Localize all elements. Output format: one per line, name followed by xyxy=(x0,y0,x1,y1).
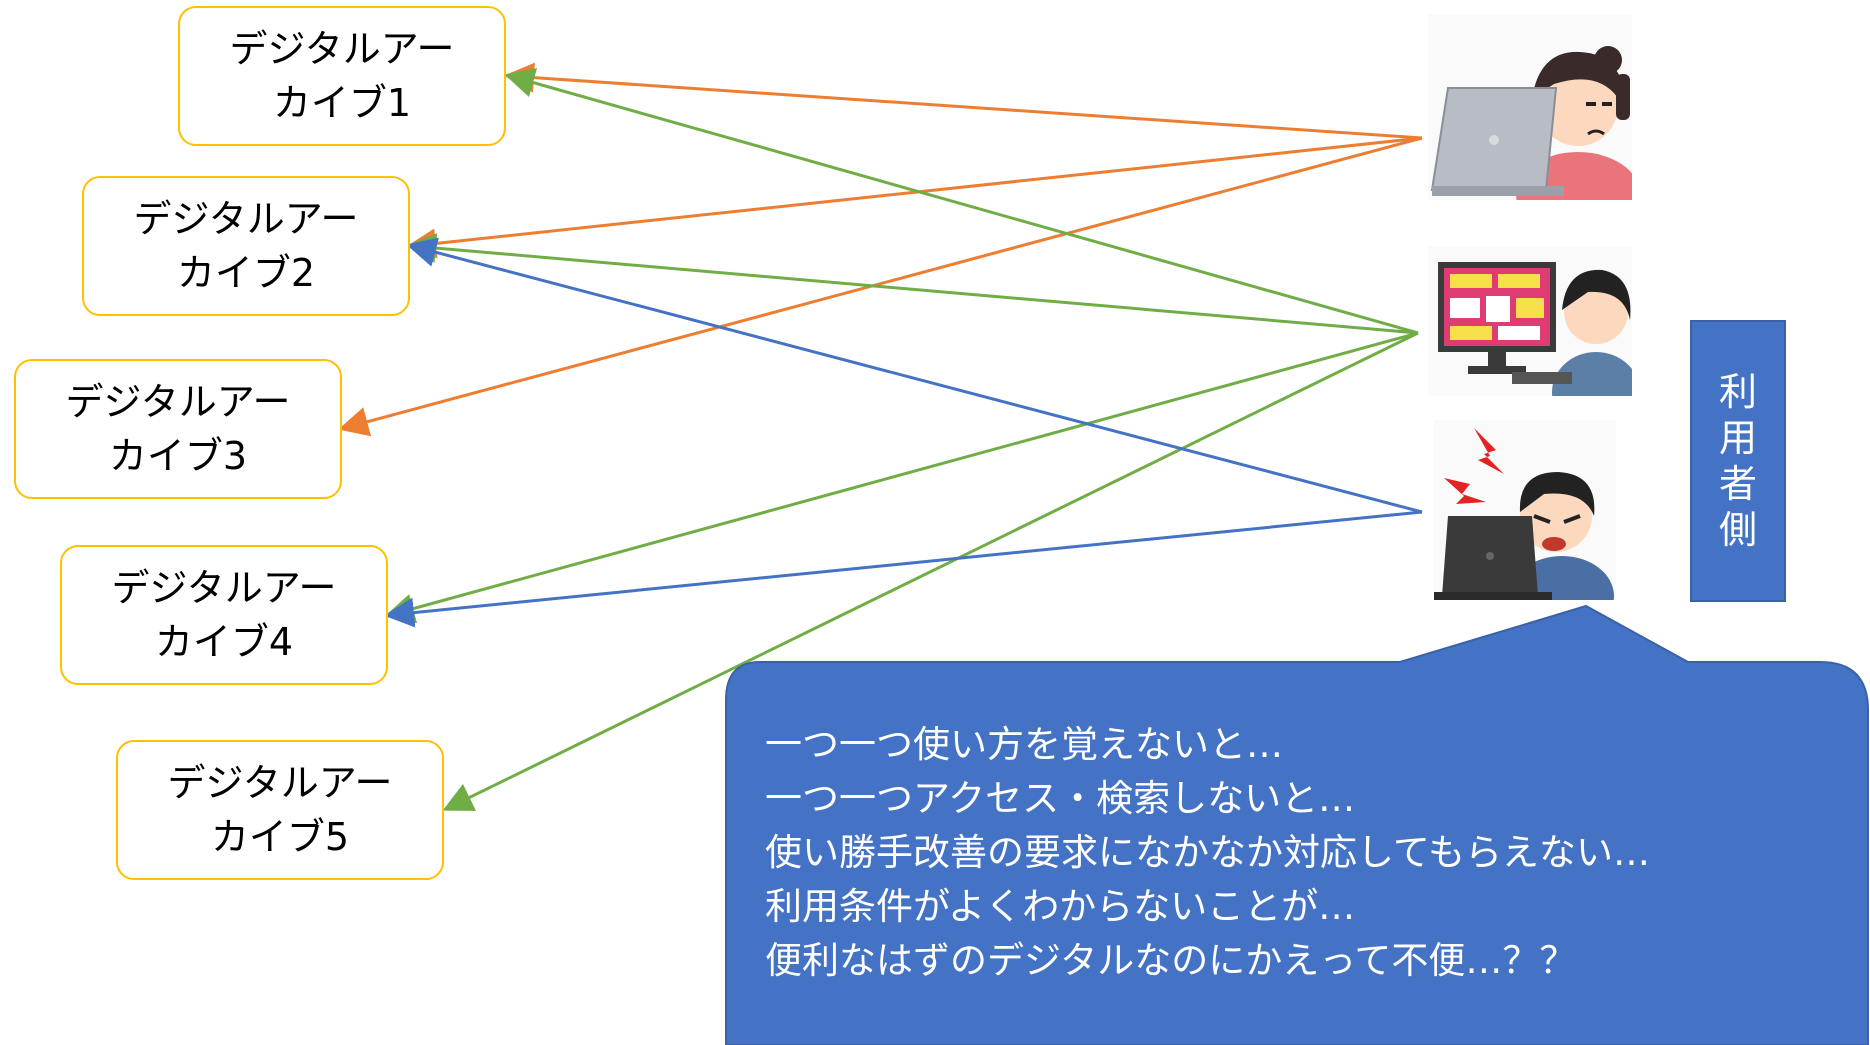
user-2 xyxy=(1428,246,1640,432)
speech-line: 一つ一つ使い方を覚えないと… xyxy=(765,723,1283,766)
archive-label-line2: カイブ1 xyxy=(272,81,412,125)
arrow-user2-archive4 xyxy=(384,331,1419,624)
archive-label-line2: カイブ3 xyxy=(108,434,248,478)
arrow-user3-archive2 xyxy=(406,237,1423,514)
archive-label-line1: デジタルアー xyxy=(65,380,291,424)
arrow-user2-archive5 xyxy=(442,331,1419,811)
archive-box-1: デジタルアーカイブ1 xyxy=(178,6,506,146)
archive-label-line1: デジタルアー xyxy=(167,761,393,805)
archive-label-line1: デジタルアー xyxy=(133,197,359,241)
speech-line: 一つ一つアクセス・検索しないと… xyxy=(765,777,1356,820)
arrow-user3-archive4 xyxy=(384,510,1423,628)
speech-line: 利用条件がよくわからないことが… xyxy=(765,885,1356,928)
angry-man-laptop-icon xyxy=(1434,420,1616,636)
user-side-char: 用 xyxy=(1718,416,1757,460)
arrow-user1-archive1 xyxy=(504,62,1423,140)
archive-label-line1: デジタルアー xyxy=(111,566,337,610)
archive-box-3: デジタルアーカイブ3 xyxy=(14,359,342,499)
archive-box-5: デジタルアーカイブ5 xyxy=(116,740,444,880)
arrow-user2-archive2 xyxy=(406,233,1419,335)
archive-label-line2: カイブ5 xyxy=(210,815,350,859)
speech-text: 一つ一つ使い方を覚えないと… 一つ一つアクセス・検索しないと… 使い勝手改善の要… xyxy=(765,718,1845,988)
user-side-label: 利 用 者 側 xyxy=(1690,320,1786,602)
user-side-char: 側 xyxy=(1718,508,1757,552)
arrow-user2-archive1 xyxy=(504,68,1419,335)
arrow-user1-archive3 xyxy=(338,136,1423,437)
archive-label-line1: デジタルアー xyxy=(229,27,455,71)
speech-line: 便利なはずのデジタルなのにかえって不便…？？ xyxy=(765,939,1577,982)
user-side-char: 利 xyxy=(1718,370,1757,414)
archive-label-line2: カイブ4 xyxy=(154,620,294,664)
archive-box-4: デジタルアーカイブ4 xyxy=(60,545,388,685)
archive-box-2: デジタルアーカイブ2 xyxy=(82,176,410,316)
archive-label-line2: カイブ2 xyxy=(176,251,316,295)
user-side-char: 者 xyxy=(1718,462,1757,506)
user-3 xyxy=(1434,420,1616,636)
speech-line: 使い勝手改善の要求になかなか対応してもらえない… xyxy=(765,831,1651,874)
